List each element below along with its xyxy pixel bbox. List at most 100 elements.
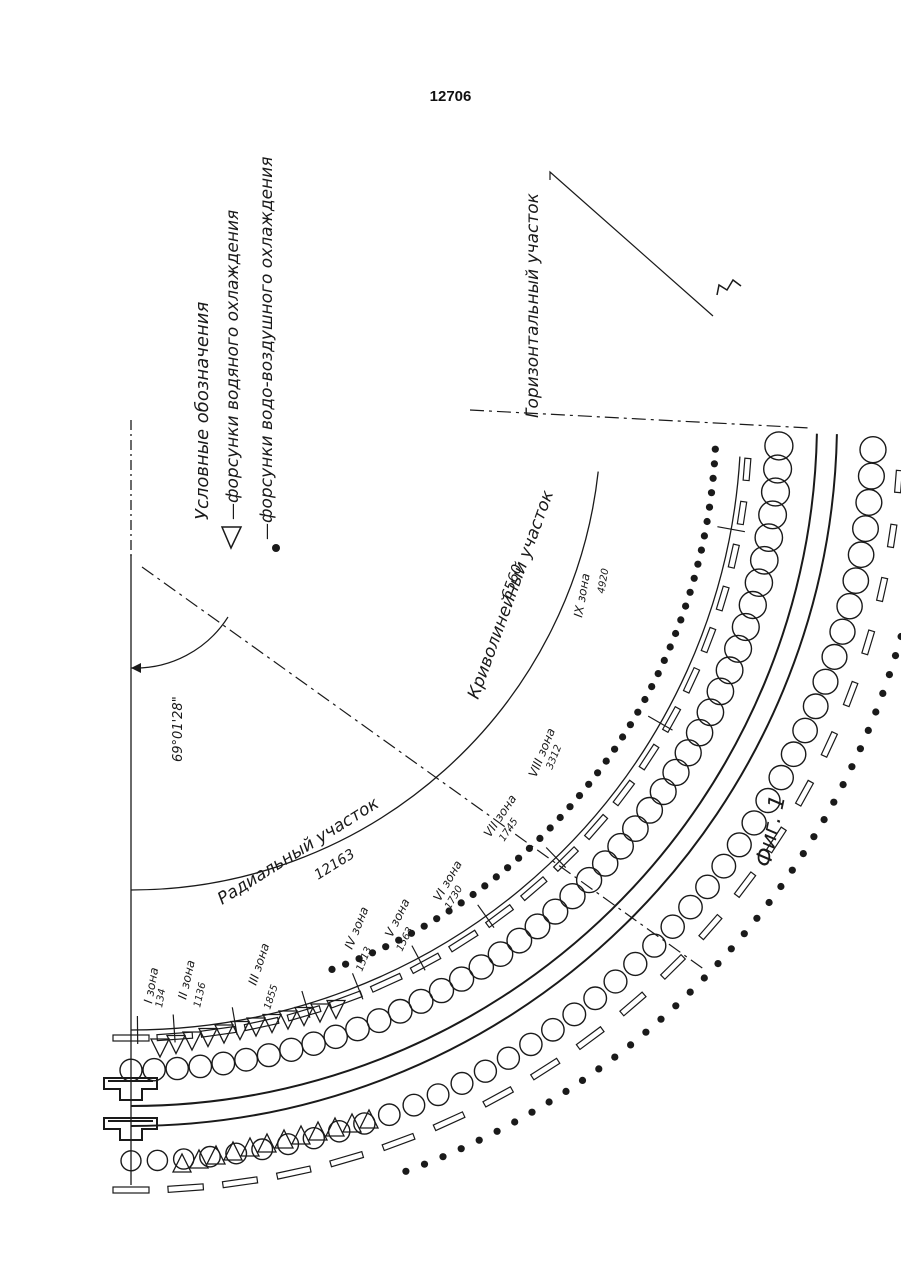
roller-inner: [346, 1017, 369, 1040]
air-water-nozzle-inner: [648, 683, 655, 690]
roller-outer: [769, 766, 793, 790]
roller-outer: [843, 568, 868, 593]
air-water-nozzle-inner: [493, 873, 500, 880]
air-water-nozzle-inner: [576, 792, 583, 799]
air-water-nozzle-outer: [439, 1153, 446, 1160]
air-water-nozzle-inner: [526, 845, 533, 852]
air-water-nozzle-outer: [701, 974, 708, 981]
air-water-nozzle-inner: [691, 575, 698, 582]
roller-inner: [166, 1057, 188, 1079]
air-water-nozzle-inner: [536, 835, 543, 842]
air-water-nozzle-outer: [528, 1109, 535, 1116]
air-water-nozzle-inner: [585, 781, 592, 788]
zone-tick: [302, 991, 310, 1018]
roller-inner: [725, 635, 752, 662]
roller-outer: [837, 594, 862, 619]
air-water-nozzle-outer: [865, 727, 872, 734]
support-bar-outer: [661, 955, 686, 979]
support-bar-outer: [888, 524, 897, 547]
roller-inner: [623, 816, 648, 841]
air-water-nozzle-inner: [710, 475, 717, 482]
air-water-nozzle-inner: [661, 657, 668, 664]
air-water-nozzle-outer: [657, 1016, 664, 1023]
air-water-nozzle-inner: [682, 603, 689, 610]
zone-tick: [478, 905, 494, 928]
roller-outer: [853, 516, 879, 542]
air-water-nozzle-outer: [546, 1098, 553, 1105]
zone-2-length: 1136: [192, 981, 208, 1008]
legend-air-water-symbol: [272, 544, 280, 552]
air-water-nozzle-outer: [642, 1029, 649, 1036]
horizontal-label-leader: [550, 172, 713, 316]
roller-inner: [235, 1048, 258, 1071]
air-water-nozzle-outer: [879, 690, 886, 697]
air-water-nozzle-outer: [458, 1145, 465, 1152]
air-water-nozzle-inner: [603, 758, 610, 765]
roller-inner: [663, 759, 689, 785]
air-water-nozzle-inner: [655, 670, 662, 677]
roller-inner: [675, 740, 701, 766]
roller-inner: [593, 851, 618, 876]
air-water-nozzle-outer: [494, 1128, 501, 1135]
support-bar-inner: [449, 930, 478, 952]
zone-4-label: IV зона: [342, 905, 372, 951]
air-water-nozzle-outer: [898, 633, 901, 640]
water-nozzle-inner: [151, 1039, 169, 1057]
air-water-nozzle-outer: [687, 989, 694, 996]
roller-outer: [474, 1060, 496, 1082]
air-water-nozzle-row: [328, 446, 901, 1175]
support-bar-inner: [663, 707, 681, 733]
support-bar-outer: [113, 1187, 149, 1193]
section-divider-dashed: [142, 567, 705, 970]
roller-outer: [451, 1073, 473, 1095]
horizontal-section-label: Горизонтальный участок: [523, 192, 543, 418]
air-water-nozzle-outer: [579, 1077, 586, 1084]
air-water-nozzle-outer: [821, 816, 828, 823]
roller-outer: [856, 490, 882, 516]
air-water-nozzle-outer: [766, 899, 773, 906]
support-bar-outer: [531, 1058, 560, 1080]
air-water-nozzle-inner: [627, 721, 634, 728]
air-water-nozzle-outer: [789, 867, 796, 874]
angle-label: 69°01'28": [171, 696, 186, 762]
support-bar-outer: [168, 1184, 204, 1193]
support-bar-outer: [862, 630, 875, 655]
support-bar-outer: [277, 1166, 312, 1179]
roller-inner: [388, 1000, 412, 1024]
legend-water-symbol: [222, 527, 241, 548]
radial-section-label: Радиальный участок: [214, 793, 383, 909]
air-water-nozzle-outer: [872, 708, 879, 715]
air-water-nozzle-outer: [741, 930, 748, 937]
air-water-nozzle-inner: [566, 803, 573, 810]
support-bar-inner: [486, 905, 514, 928]
roller-outer: [860, 437, 886, 463]
roller-outer: [661, 915, 684, 938]
zone-3-length: 1855: [262, 983, 280, 1011]
air-water-nozzle-outer: [595, 1065, 602, 1072]
support-bar-inner: [410, 953, 440, 973]
air-water-nozzle-inner: [701, 532, 708, 539]
air-water-nozzle-inner: [470, 891, 477, 898]
support-bar-outer: [382, 1134, 415, 1151]
air-water-nozzle-inner: [328, 966, 335, 973]
strand-inner-wall: [131, 434, 817, 1106]
air-water-nozzle-outer: [714, 960, 721, 967]
support-bar-inner: [743, 458, 751, 480]
roller-outer: [563, 1003, 586, 1026]
air-water-nozzle-inner: [421, 923, 428, 930]
water-nozzle-inner: [279, 1011, 297, 1029]
support-bar-outer: [895, 470, 901, 492]
air-water-nozzle-inner: [547, 824, 554, 831]
air-water-nozzle-outer: [476, 1137, 483, 1144]
zone-9-label: IX зона: [571, 572, 593, 618]
roller-outer: [643, 934, 666, 957]
support-bar-inner: [585, 814, 608, 839]
roller-inner: [280, 1038, 303, 1061]
support-bar-outer: [620, 992, 646, 1016]
zone-4-length: 1513: [355, 945, 375, 973]
air-water-nozzle-outer: [562, 1088, 569, 1095]
roller-outer: [781, 742, 805, 766]
support-bar-inner: [521, 877, 547, 901]
roller-outer: [830, 619, 855, 644]
roller-outer: [822, 645, 847, 670]
